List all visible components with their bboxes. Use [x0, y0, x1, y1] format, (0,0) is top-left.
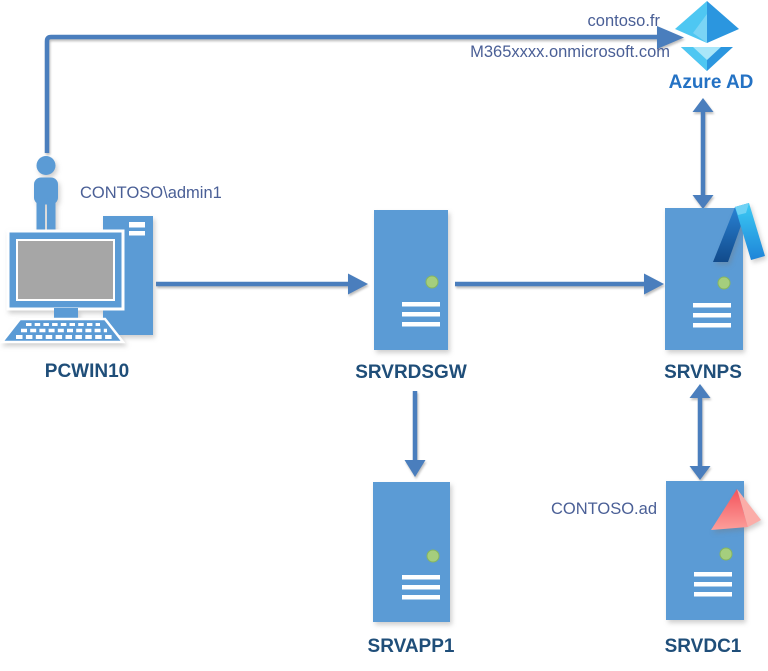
connector-srvnps-srvdc1 — [689, 384, 711, 480]
connector-user-to-azuread — [44, 26, 684, 153]
label-tenant-domain: M365xxxx.onmicrosoft.com — [470, 43, 670, 61]
pc-icon — [0, 216, 153, 344]
connector-pc-to-srvrdsgw — [156, 273, 368, 295]
label-azure-ad: Azure AD — [668, 72, 754, 93]
server-icon-srvrdsgw — [374, 210, 448, 350]
label-custom-domain: contoso.fr — [587, 12, 660, 30]
label-user-account: CONTOSO\admin1 — [80, 184, 222, 202]
azure-ad-icon — [675, 1, 739, 71]
user-icon — [34, 156, 58, 232]
connector-azuread-srvnps — [692, 98, 714, 209]
label-pcwin10: PCWIN10 — [44, 361, 130, 382]
label-ad-domain: CONTOSO.ad — [550, 500, 657, 518]
label-srvapp1: SRVAPP1 — [367, 636, 455, 657]
label-srvrdsgw: SRVRDSGW — [355, 362, 467, 383]
server-icon-srvnps — [665, 208, 743, 350]
connector-srvrdsgw-to-srvapp1 — [404, 391, 426, 477]
label-srvnps: SRVNPS — [664, 362, 742, 383]
server-icon-srvapp1 — [373, 482, 450, 622]
connector-srvrdsgw-to-srvnps — [455, 273, 664, 295]
ad-pyramid-icon — [711, 489, 761, 530]
label-srvdc1: SRVDC1 — [664, 636, 742, 657]
azure-logo-icon — [713, 203, 765, 262]
